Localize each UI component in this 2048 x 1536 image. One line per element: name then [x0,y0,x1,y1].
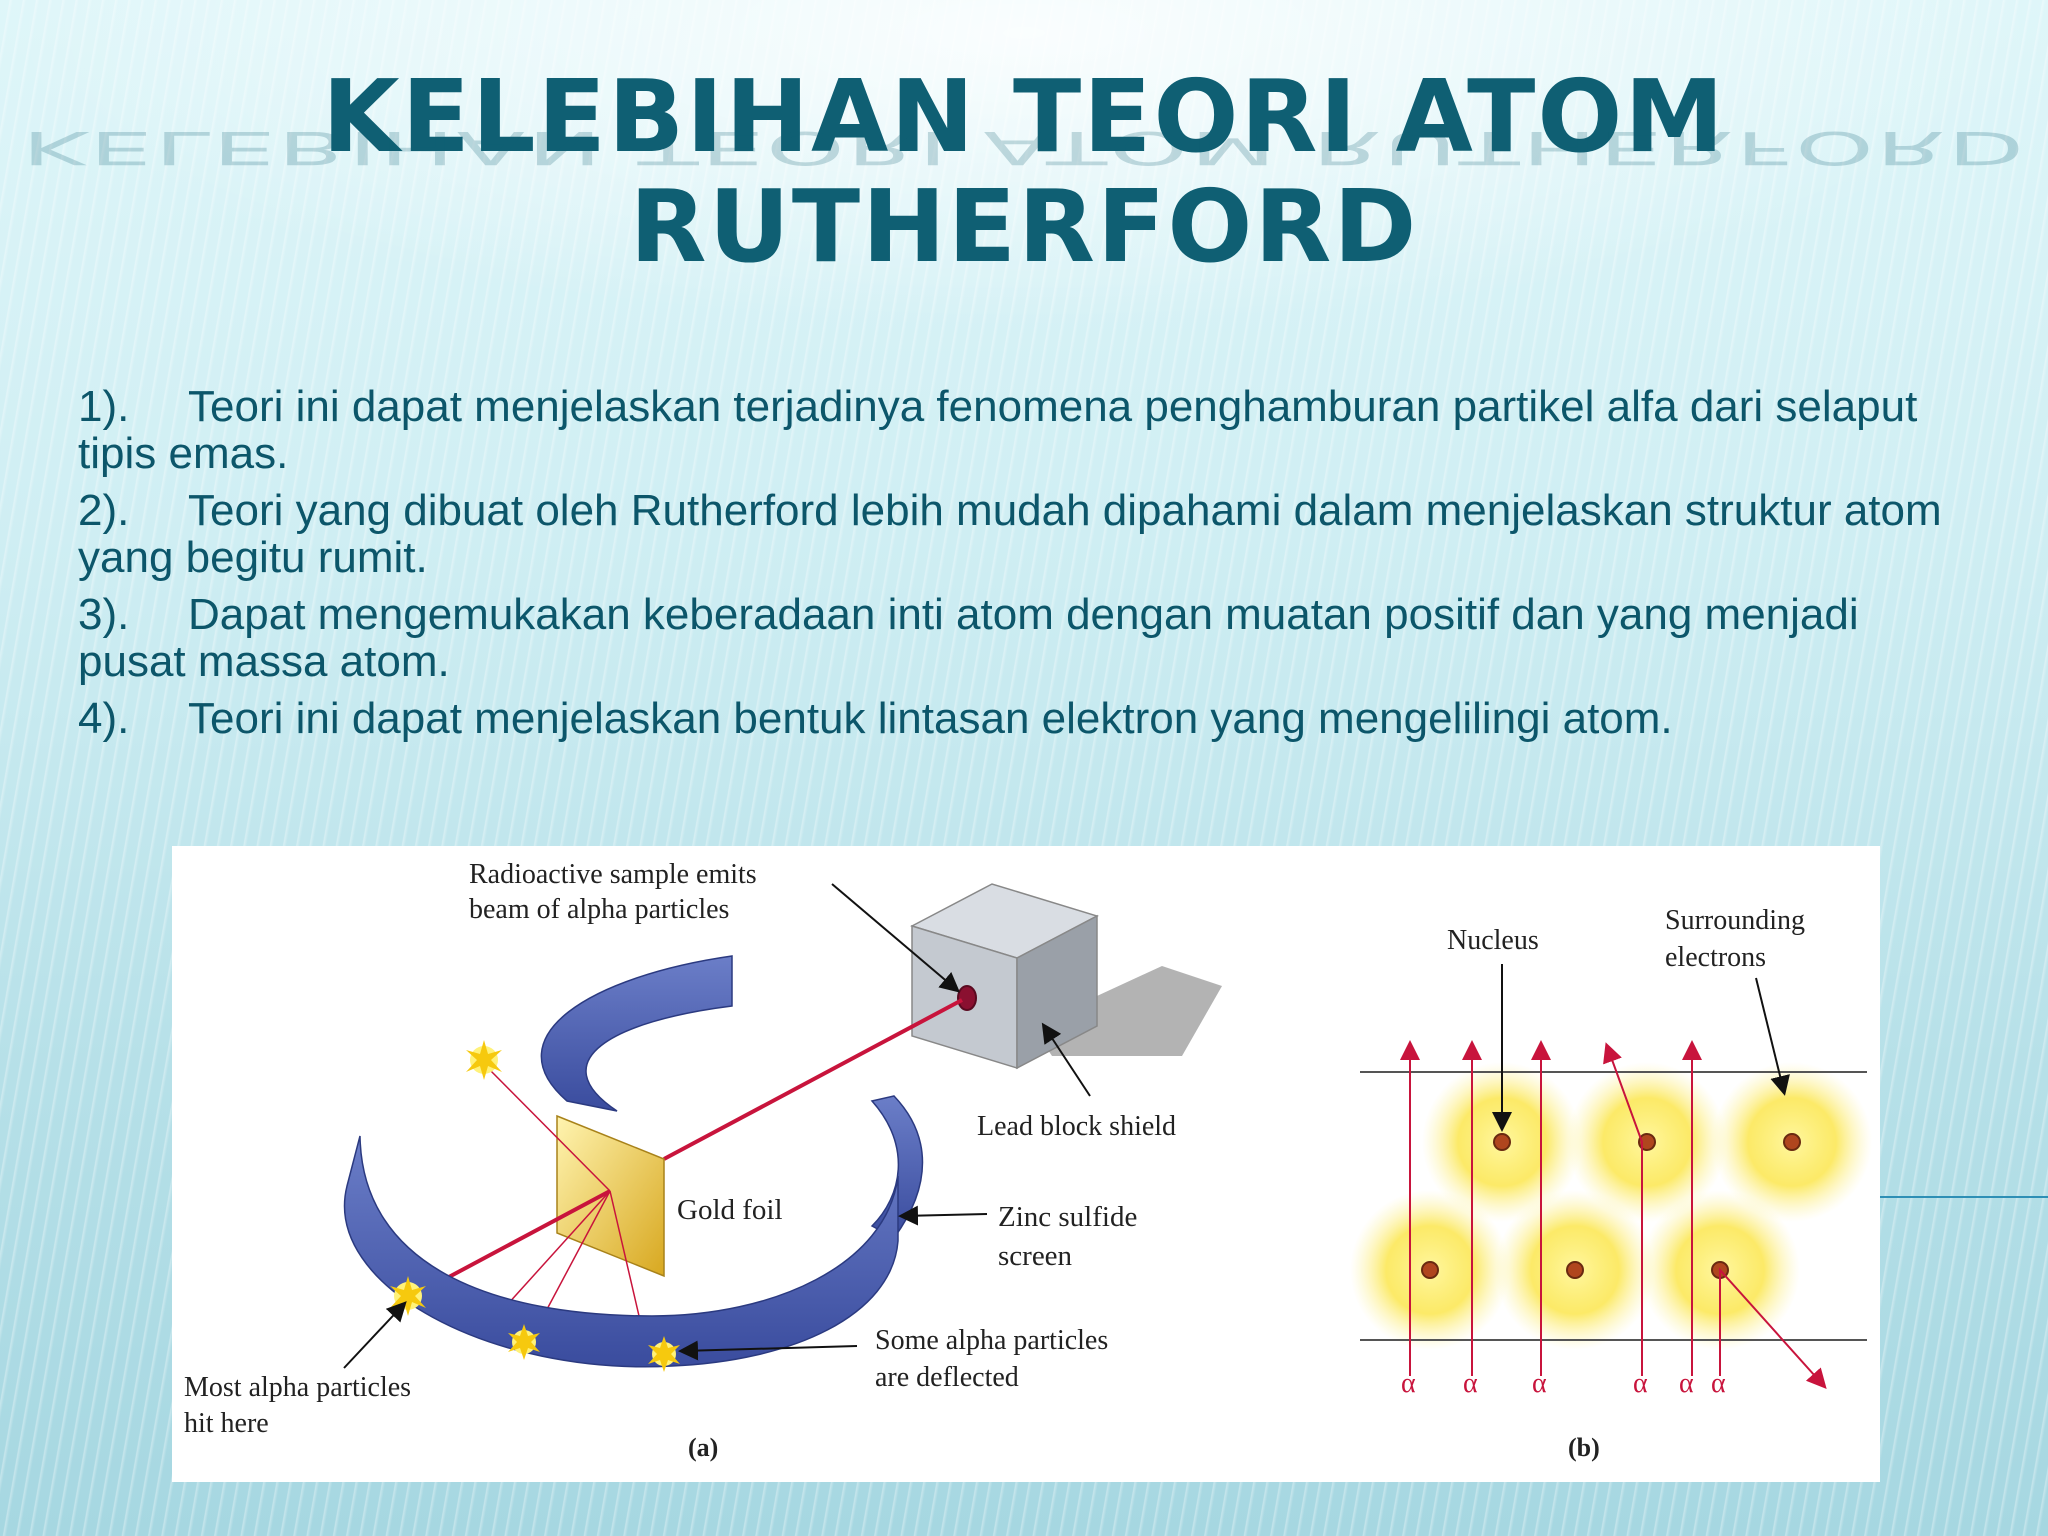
flash-icon [466,1040,502,1080]
list-item: 3).Dapat mengemukakan keberadaan inti at… [78,591,1978,685]
alpha-labels: α α α α α α [1401,1368,1726,1399]
slide-title-reflection: KELEBIHAN TEORI ATOM RUTHERFORD [21,121,2027,174]
list-item-number: 4). [78,694,130,743]
list-item: 2).Teori yang dibuat oleh Rutherford leb… [78,487,1978,581]
list-item-text: Teori yang dibuat oleh Rutherford lebih … [78,486,1942,582]
label-most-alpha: Most alpha particles [184,1372,411,1403]
label-deflected: Some alpha particles [875,1325,1108,1356]
decorative-line [1880,1196,2048,1198]
electron-clouds [1350,1062,1872,1350]
label-radioactive-source-2: beam of alpha particles [469,894,729,925]
ray [483,1063,611,1192]
leader-line [1041,1022,1091,1097]
label-hit-here: hit here [184,1408,269,1439]
flash-icon [648,1336,680,1372]
zinc-screen-front [344,1135,899,1368]
flash-icon [508,1324,540,1360]
list-item: 4). Teori ini dapat menjelaskan bentuk li… [78,695,1978,742]
label-deflected-2: are deflected [875,1362,1019,1393]
label-radioactive-source: Radioactive sample emits [469,859,757,890]
lead-block-icon [910,883,1099,1070]
leader-line [898,1205,988,1226]
ray [536,1190,611,1329]
list-item-text: Dapat mengemukakan keberadaan inti atom … [78,590,1859,686]
svg-text:α: α [1401,1368,1416,1399]
svg-text:α: α [1679,1368,1694,1399]
caption-b: (b) [1568,1433,1600,1462]
leader-line [678,1340,858,1361]
svg-text:α: α [1711,1368,1726,1399]
list-item-number: 1). [78,382,130,431]
advantages-list: 1).Teori ini dapat menjelaskan terjadiny… [78,383,1978,752]
leader-line [1755,977,1790,1096]
label-surrounding: Surrounding [1665,905,1805,936]
list-item-text: Teori ini dapat menjelaskan bentuk linta… [188,694,1673,743]
label-nucleus: Nucleus [1447,925,1539,956]
label-zinc-screen: screen [998,1240,1073,1272]
list-item-text: Teori ini dapat menjelaskan terjadinya f… [78,382,1918,478]
leader-line [343,1301,407,1369]
ray [431,1189,611,1288]
figure-svg: Radioactive sample emits beam of alpha p… [184,859,1872,1462]
zinc-screen-back [540,955,733,1112]
alpha-beam [663,998,963,1161]
label-gold-foil: Gold foil [677,1194,783,1226]
label-electrons: electrons [1665,942,1766,973]
list-item-number: 2). [78,486,130,535]
caption-a: (a) [688,1433,718,1462]
top-glow [0,0,2048,330]
svg-text:α: α [1532,1368,1547,1399]
rutherford-experiment-figure: Radioactive sample emits beam of alpha p… [172,846,1880,1482]
label-zinc-sulfide: Zinc sulfide [998,1201,1137,1233]
label-lead-block: Lead block shield [977,1111,1176,1142]
alpha-tracks [1400,1040,1827,1389]
svg-text:α: α [1463,1368,1478,1399]
svg-text:α: α [1633,1368,1648,1399]
leader-line [831,883,961,993]
list-item-number: 3). [78,590,130,639]
slide-title: KELEBIHAN TEORI ATOM RUTHERFORD [322,58,1726,285]
list-item: 1).Teori ini dapat menjelaskan terjadiny… [78,383,1978,477]
